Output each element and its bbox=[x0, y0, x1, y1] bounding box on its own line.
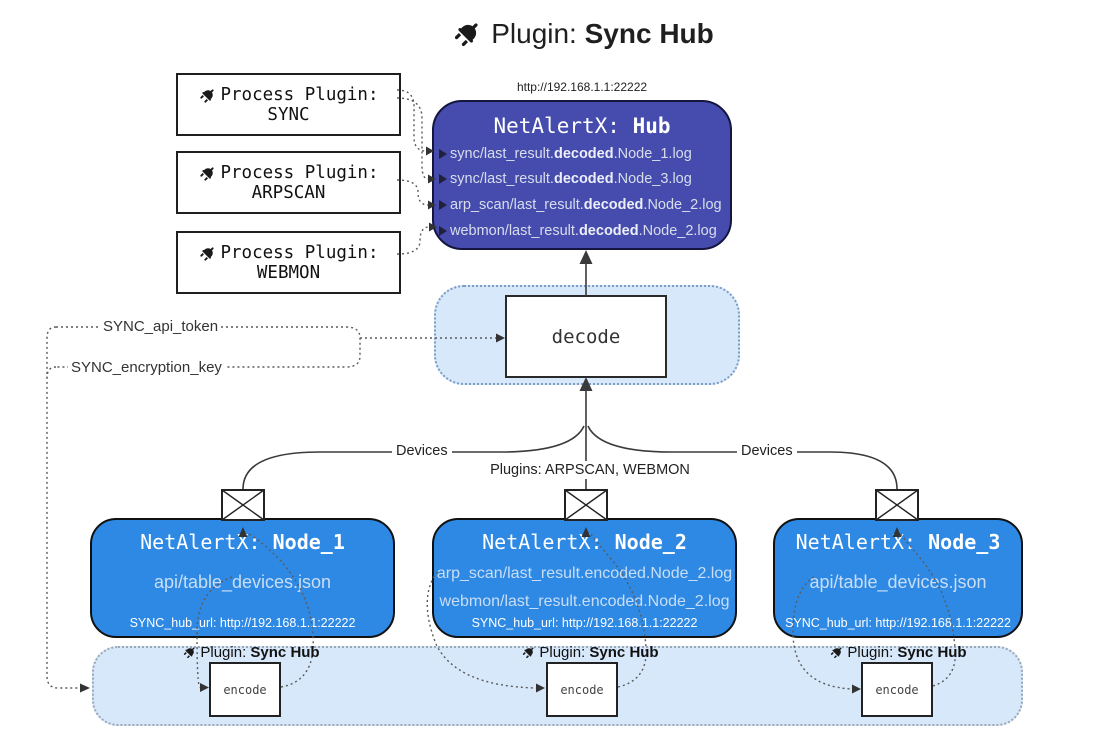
band-plugin-label-3: Plugin: Sync Hub bbox=[813, 644, 983, 661]
band-label-prefix: Plugin: bbox=[200, 644, 247, 661]
log-path: .Node_1.log bbox=[613, 145, 692, 162]
page-title-name: Sync Hub bbox=[584, 18, 714, 49]
process-plugin-box-webmon: Process Plugin: WEBMON bbox=[176, 231, 401, 294]
band-label-prefix: Plugin: bbox=[847, 644, 894, 661]
node-hub-url: SYNC_hub_url: http://192.168.1.1:22222 bbox=[785, 616, 1011, 630]
node-2-box: NetAlertX: Node_2 arp_scan/last_result.e… bbox=[432, 518, 737, 638]
band-label-name: Sync Hub bbox=[897, 644, 967, 661]
node-title-prefix: NetAlertX: bbox=[795, 530, 917, 554]
log-path: .Node_2.log bbox=[638, 222, 717, 239]
hub-box: NetAlertX: Hub sync/last_result.decoded.… bbox=[432, 100, 732, 250]
devices-edge-label-right: Devices bbox=[737, 443, 797, 459]
arrow-right-icon bbox=[439, 148, 447, 159]
log-path-bold: decoded bbox=[578, 222, 639, 239]
log-path-bold: decoded bbox=[553, 145, 614, 162]
devices-edge-label-left: Devices bbox=[392, 443, 452, 459]
node-1-box: NetAlertX: Node_1 api/table_devices.json… bbox=[90, 518, 395, 638]
log-path-bold: decoded bbox=[553, 171, 614, 188]
hub-log-line: sync/last_result.decoded.Node_1.log bbox=[439, 141, 728, 167]
log-path: .Node_2.log bbox=[643, 196, 722, 213]
band-label-prefix: Plugin: bbox=[539, 644, 586, 661]
arrow-right-icon bbox=[439, 174, 447, 185]
hub-url-label: http://192.168.1.1:22222 bbox=[516, 80, 648, 94]
node-title: NetAlertX: Node_3 bbox=[775, 530, 1021, 554]
process-plugin-box-sync: Process Plugin: SYNC bbox=[176, 73, 401, 136]
decode-box: decode bbox=[505, 295, 667, 378]
node-file-line: arp_scan/last_result.encoded.Node_2.log … bbox=[434, 560, 735, 616]
plug-icon bbox=[521, 644, 537, 660]
node-title: NetAlertX: Node_1 bbox=[92, 530, 393, 554]
process-plugin-name: WEBMON bbox=[256, 262, 321, 283]
sync-encryption-key-label: SYNC_encryption_key bbox=[68, 359, 225, 376]
node-hub-url: SYNC_hub_url: http://192.168.1.1:22222 bbox=[471, 616, 698, 630]
log-path: webmon/last_result. bbox=[450, 222, 579, 239]
encode-box-2: encode bbox=[546, 662, 618, 717]
band-plugin-label-2: Plugin: Sync Hub bbox=[505, 644, 675, 661]
log-path: arp_scan/last_result. bbox=[450, 196, 584, 213]
encode-box-1: encode bbox=[209, 662, 281, 717]
node-title-name: Node_1 bbox=[272, 530, 345, 554]
process-plugin-label: Process Plugin: bbox=[220, 162, 379, 183]
node-hub-url: SYNC_hub_url: http://192.168.1.1:22222 bbox=[129, 616, 356, 630]
encode-box-3: encode bbox=[861, 662, 933, 717]
node-title: NetAlertX: Node_2 bbox=[434, 530, 735, 554]
plug-icon bbox=[182, 644, 198, 660]
plug-icon bbox=[199, 243, 218, 262]
hub-log-line: webmon/last_result.decoded.Node_2.log bbox=[439, 218, 728, 244]
plug-icon bbox=[452, 16, 485, 50]
envelope-icon bbox=[564, 489, 608, 521]
node-title-name: Node_3 bbox=[928, 530, 1001, 554]
plugins-edge-label: Plugins: ARPSCAN, WEBMON bbox=[490, 462, 690, 478]
band-label-name: Sync Hub bbox=[250, 644, 320, 661]
node-file-line-2: webmon/last_result.encoded.Node_2.log bbox=[439, 593, 730, 610]
process-plugin-box-arpscan: Process Plugin: ARPSCAN bbox=[176, 151, 401, 214]
envelope-icon bbox=[875, 489, 919, 521]
band-plugin-label-1: Plugin: Sync Hub bbox=[166, 644, 336, 661]
envelope-icon bbox=[221, 489, 265, 521]
process-plugin-label: Process Plugin: bbox=[220, 242, 379, 263]
log-path: .Node_3.log bbox=[613, 171, 692, 188]
node-file-line: api/table_devices.json bbox=[153, 572, 332, 592]
node-file-line-1: arp_scan/last_result.encoded.Node_2.log bbox=[436, 565, 733, 582]
hub-title: NetAlertX: Hub bbox=[434, 114, 730, 138]
hub-log-line: arp_scan/last_result.decoded.Node_2.log bbox=[439, 192, 728, 218]
process-plugin-name: SYNC bbox=[267, 104, 310, 125]
page-title: Plugin: Sync Hub bbox=[0, 16, 1117, 50]
plug-icon bbox=[199, 163, 218, 182]
hub-title-prefix: NetAlertX: bbox=[493, 114, 620, 138]
arrow-right-icon bbox=[439, 199, 447, 210]
node-3-box: NetAlertX: Node_3 api/table_devices.json… bbox=[773, 518, 1023, 638]
page-title-prefix: Plugin: bbox=[491, 18, 577, 49]
process-plugin-name: ARPSCAN bbox=[251, 182, 326, 203]
node-title-prefix: NetAlertX: bbox=[482, 530, 603, 554]
sync-api-token-label: SYNC_api_token bbox=[100, 318, 222, 335]
node-title-name: Node_2 bbox=[614, 530, 687, 554]
hub-log-lines: sync/last_result.decoded.Node_1.log sync… bbox=[439, 141, 728, 243]
log-path: sync/last_result. bbox=[450, 145, 554, 162]
plug-icon bbox=[199, 85, 218, 104]
arrow-right-icon bbox=[439, 225, 447, 236]
log-path-bold: decoded bbox=[583, 196, 644, 213]
hub-log-line: sync/last_result.decoded.Node_3.log bbox=[439, 167, 728, 193]
band-label-name: Sync Hub bbox=[589, 644, 659, 661]
process-plugin-label: Process Plugin: bbox=[220, 84, 379, 105]
log-path: sync/last_result. bbox=[450, 171, 554, 188]
plug-icon bbox=[829, 644, 845, 660]
hub-title-name: Hub bbox=[632, 114, 671, 138]
node-file-line: api/table_devices.json bbox=[809, 572, 987, 592]
node-title-prefix: NetAlertX: bbox=[140, 530, 261, 554]
